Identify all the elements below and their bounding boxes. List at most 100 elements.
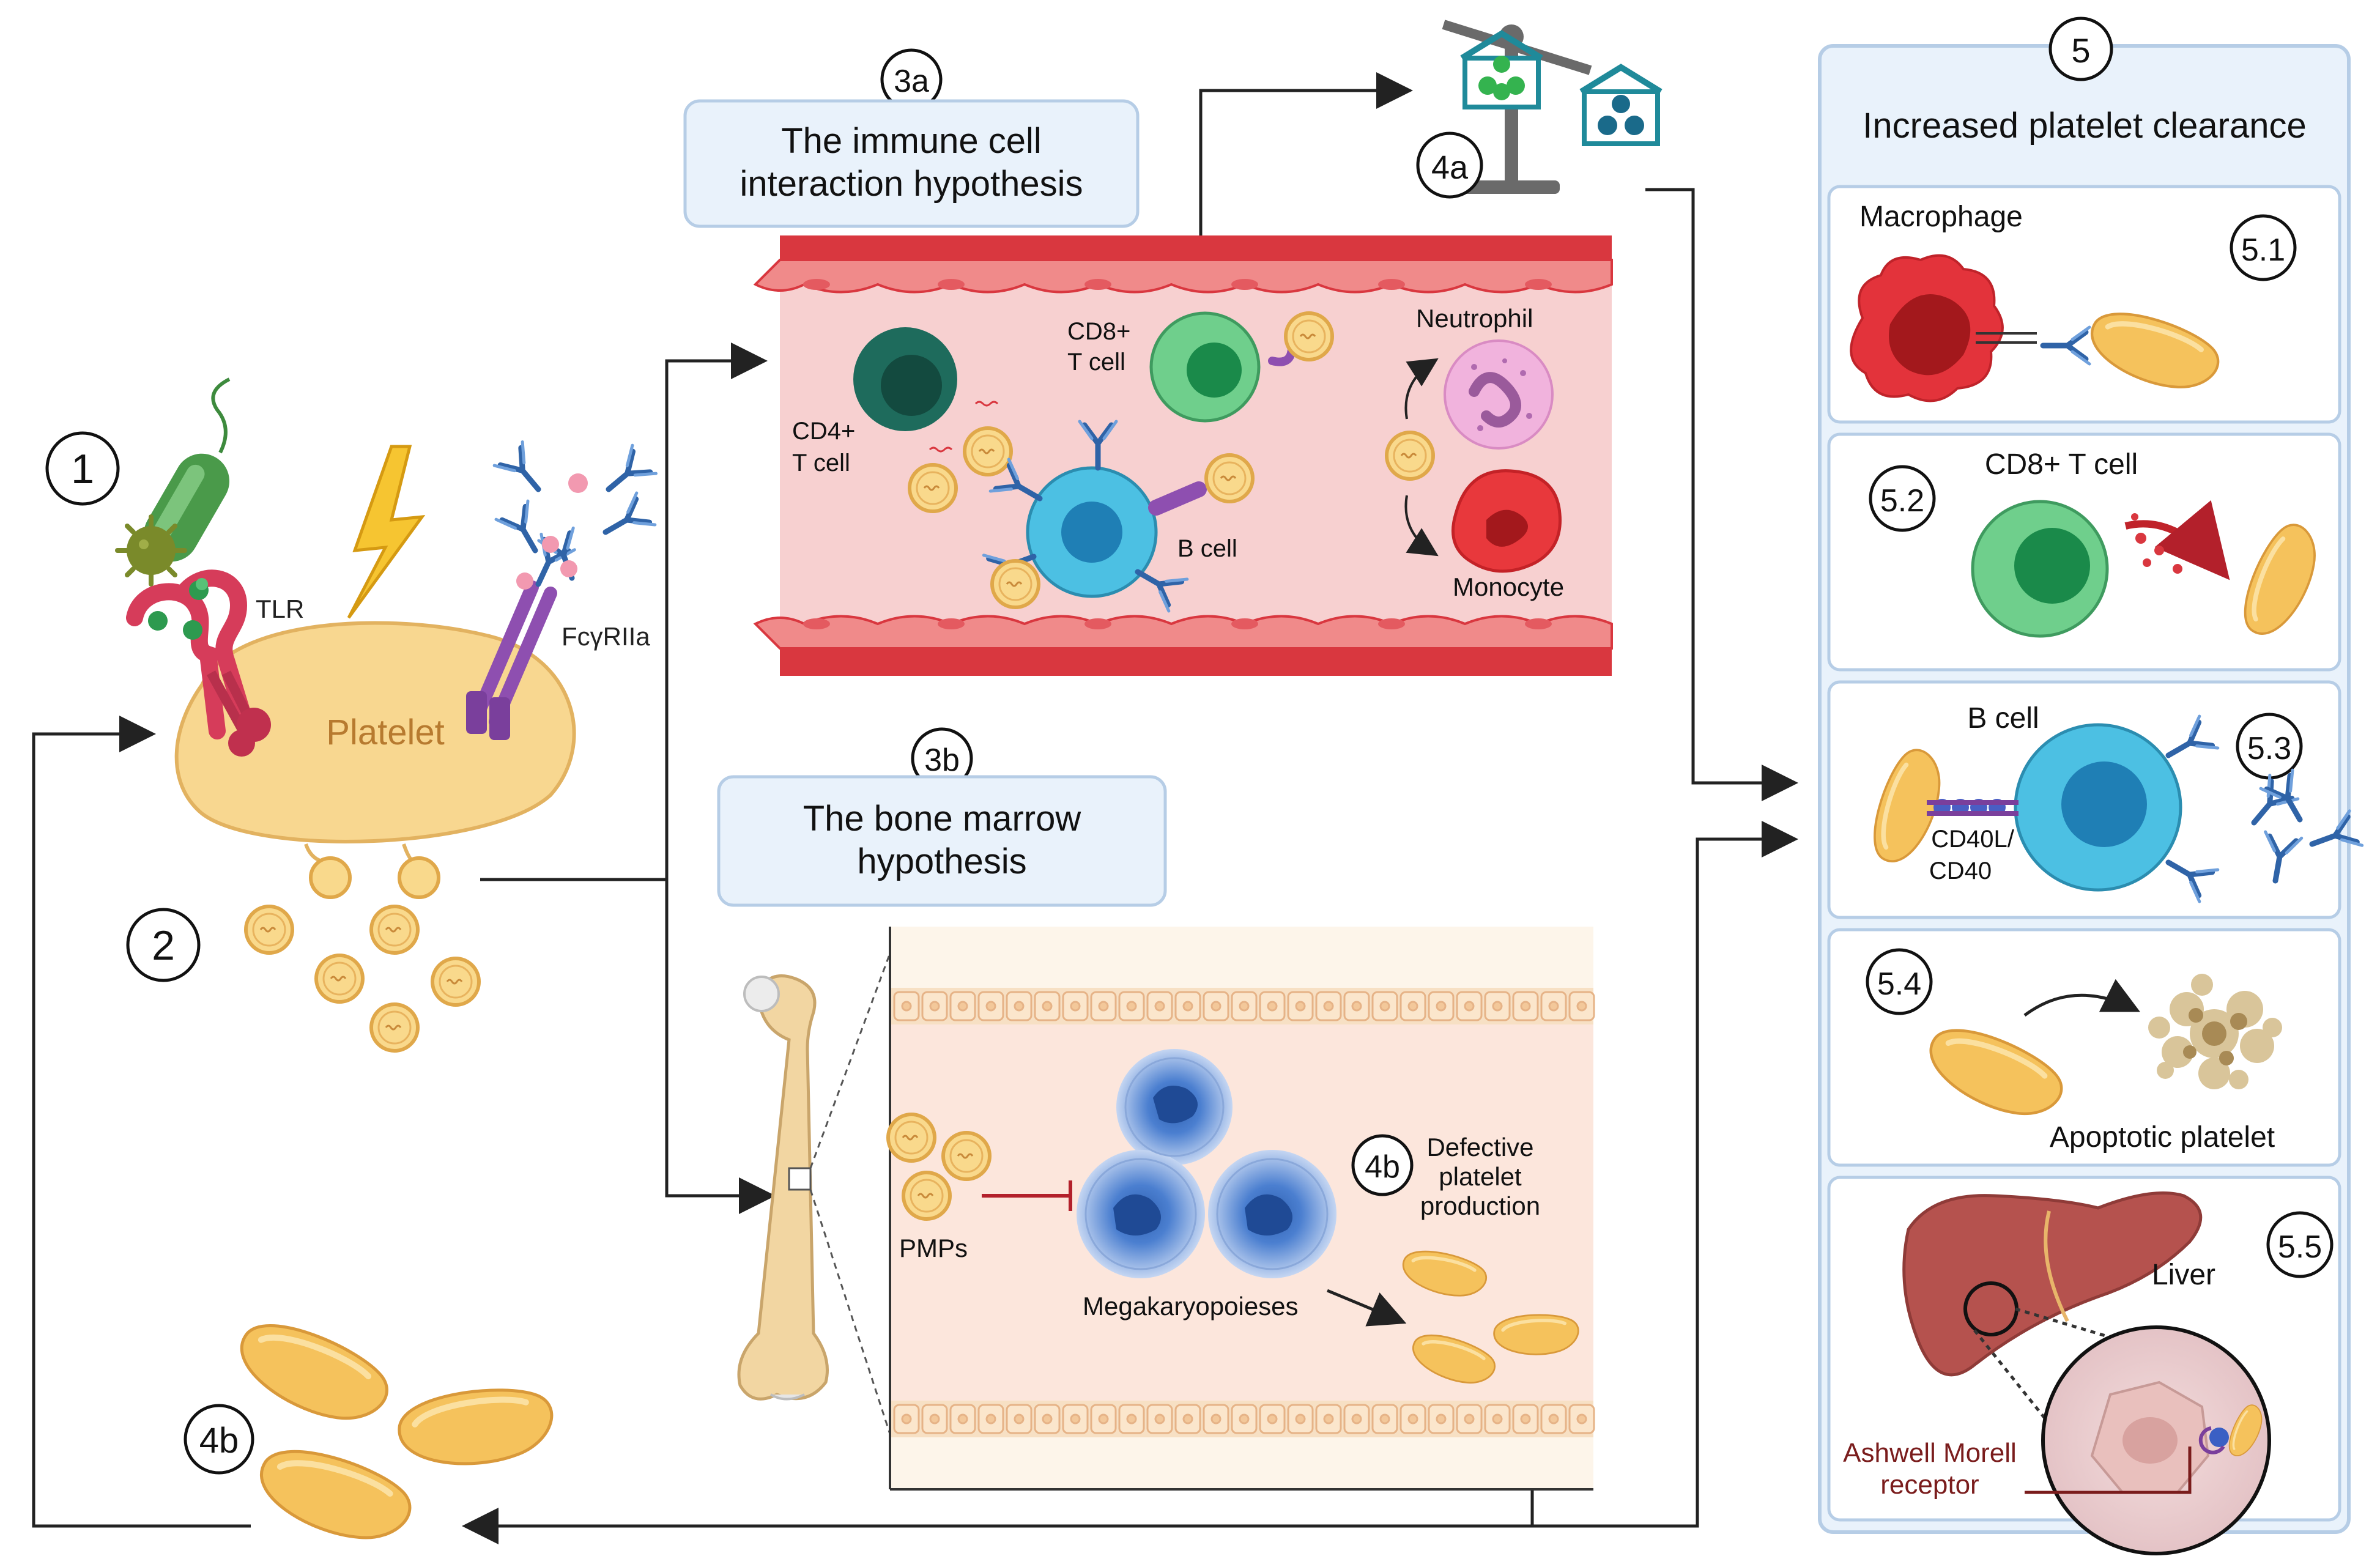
step-5-3-badge: 5.3 — [2236, 713, 2303, 780]
apoptotic-platelet-icon — [2148, 974, 2282, 1089]
svg-text:The bone marrow: The bone marrow — [803, 799, 1082, 839]
marrow-wall-nucleus — [985, 1001, 996, 1012]
svg-text:Liver: Liver — [2152, 1259, 2215, 1291]
marrow-wall-nucleus — [929, 1413, 940, 1424]
marrow-wall-top — [890, 988, 1595, 1024]
liver-zoom-lens — [2041, 1325, 2271, 1555]
marrow-wall-nucleus — [1126, 1413, 1137, 1424]
svg-text:3b: 3b — [924, 743, 960, 778]
marrow-wall-nucleus — [1295, 1001, 1306, 1012]
svg-text:5.2: 5.2 — [1880, 483, 1924, 519]
marrow-wall-nucleus — [1407, 1413, 1418, 1424]
marrow-wall-nucleus — [1239, 1001, 1250, 1012]
cd4-t-cell — [853, 327, 957, 431]
svg-text:Neutrophil: Neutrophil — [1416, 304, 1533, 333]
step-3b-badge: 3b — [911, 727, 973, 790]
marrow-wall-nucleus — [1182, 1001, 1193, 1012]
step-5-badge: 5 — [2048, 17, 2113, 81]
svg-text:interaction hypothesis: interaction hypothesis — [740, 164, 1083, 204]
step-5-2-badge: 5.2 — [1869, 465, 1936, 532]
marrow-wall-nucleus — [1239, 1413, 1250, 1424]
marrow-wall-nucleus — [1098, 1413, 1109, 1424]
marrow-wall-nucleus — [1379, 1413, 1390, 1424]
marrow-wall-nucleus — [1464, 1001, 1475, 1012]
step-5-5-badge: 5.5 — [2266, 1211, 2334, 1278]
svg-text:Apoptotic platelet: Apoptotic platelet — [2050, 1121, 2275, 1154]
svg-text:CD40L/: CD40L/ — [1931, 826, 2015, 853]
marrow-wall-nucleus — [1042, 1001, 1053, 1012]
marrow-wall-nucleus — [1323, 1001, 1334, 1012]
marrow-wall-nucleus — [1436, 1001, 1447, 1012]
svg-text:platelet: platelet — [1439, 1162, 1522, 1191]
macrophage-cell — [1850, 254, 2089, 402]
svg-text:Defective: Defective — [1426, 1133, 1533, 1161]
marrow-wall-nucleus — [1407, 1001, 1418, 1012]
svg-text:production: production — [1420, 1191, 1540, 1220]
platelet-buds — [304, 843, 440, 899]
marrow-wall-nucleus — [1379, 1001, 1390, 1012]
platelet-label: Platelet — [326, 713, 444, 752]
marrow-wall-nucleus — [1098, 1001, 1109, 1012]
fc-receptor-icon — [466, 442, 656, 740]
marrow-wall-nucleus — [1042, 1413, 1053, 1424]
svg-text:The immune cell: The immune cell — [781, 121, 1041, 161]
svg-text:CD4+: CD4+ — [792, 418, 855, 445]
marrow-wall-nucleus — [1351, 1001, 1362, 1012]
marrow-wall-nucleus — [1464, 1413, 1475, 1424]
marrow-wall-nucleus — [1267, 1413, 1278, 1424]
marrow-wall-nucleus — [1492, 1001, 1503, 1012]
marrow-wall-nucleus — [1548, 1413, 1559, 1424]
svg-text:CD8+: CD8+ — [1067, 318, 1130, 345]
megakaryocyte-group — [1077, 1049, 1336, 1278]
marrow-wall-nucleus — [1492, 1413, 1503, 1424]
svg-text:PMPs: PMPs — [899, 1234, 968, 1262]
marrow-wall-nucleus — [1351, 1413, 1362, 1424]
tlr-receptor-icon — [126, 569, 271, 757]
marrow-wall-nucleus — [1323, 1413, 1334, 1424]
cd8-t-cell — [1149, 311, 1296, 423]
step-5-1-badge: 5.1 — [2230, 214, 2297, 281]
svg-text:5.5: 5.5 — [2278, 1229, 2322, 1265]
step-5-4-badge: 5.4 — [1866, 948, 1933, 1015]
svg-text:receptor: receptor — [1880, 1470, 1979, 1500]
platelet-cell — [174, 621, 576, 843]
svg-text:5.4: 5.4 — [1877, 966, 1921, 1002]
released-pmps — [246, 906, 479, 1051]
step-4a-badge: 4a — [1416, 132, 1483, 199]
marrow-wall-nucleus — [1520, 1413, 1531, 1424]
svg-text:5.3: 5.3 — [2247, 731, 2291, 766]
svg-text:5: 5 — [2071, 31, 2090, 70]
marrow-wall-nucleus — [1014, 1001, 1025, 1012]
marrow-wall-nucleus — [1295, 1413, 1306, 1424]
monocyte — [1451, 469, 1562, 573]
svg-text:Monocyte: Monocyte — [1453, 572, 1564, 601]
lightning-icon — [347, 445, 426, 619]
marrow-wall-nucleus — [1210, 1413, 1222, 1424]
step-4b-bottom-badge: 4b — [184, 1404, 254, 1475]
tlr-label: TLR — [256, 595, 304, 623]
platelet-panel: Platelet — [115, 377, 656, 1051]
virus-icon — [115, 514, 187, 587]
b-cell — [984, 421, 1207, 611]
marrow-wall-nucleus — [1154, 1001, 1165, 1012]
bone-marrow-hypothesis-box: The bone marrow hypothesis — [717, 775, 1167, 907]
svg-text:CD40: CD40 — [1929, 858, 1992, 884]
marrow-wall-nucleus — [1014, 1413, 1025, 1424]
svg-text:1: 1 — [71, 446, 94, 492]
marrow-wall-nucleus — [1070, 1413, 1081, 1424]
step-4b-mid-badge: 4b — [1351, 1134, 1414, 1196]
svg-text:Macrophage: Macrophage — [1859, 201, 2023, 233]
fc-receptor-label: FcγRIIa — [562, 622, 650, 651]
svg-text:2: 2 — [152, 922, 175, 969]
svg-text:CD8+ T cell: CD8+ T cell — [1985, 448, 2138, 481]
step-2-badge: 2 — [126, 908, 201, 982]
marrow-wall-nucleus — [957, 1413, 968, 1424]
immune-balance-icon — [1442, 20, 1663, 194]
svg-text:5.1: 5.1 — [2241, 232, 2285, 268]
svg-text:4a: 4a — [1431, 149, 1469, 186]
circulating-platelets — [228, 1313, 558, 1550]
svg-text:4b: 4b — [199, 1421, 239, 1461]
marrow-wall-nucleus — [1576, 1001, 1587, 1012]
marrow-wall-nucleus — [1210, 1001, 1222, 1012]
